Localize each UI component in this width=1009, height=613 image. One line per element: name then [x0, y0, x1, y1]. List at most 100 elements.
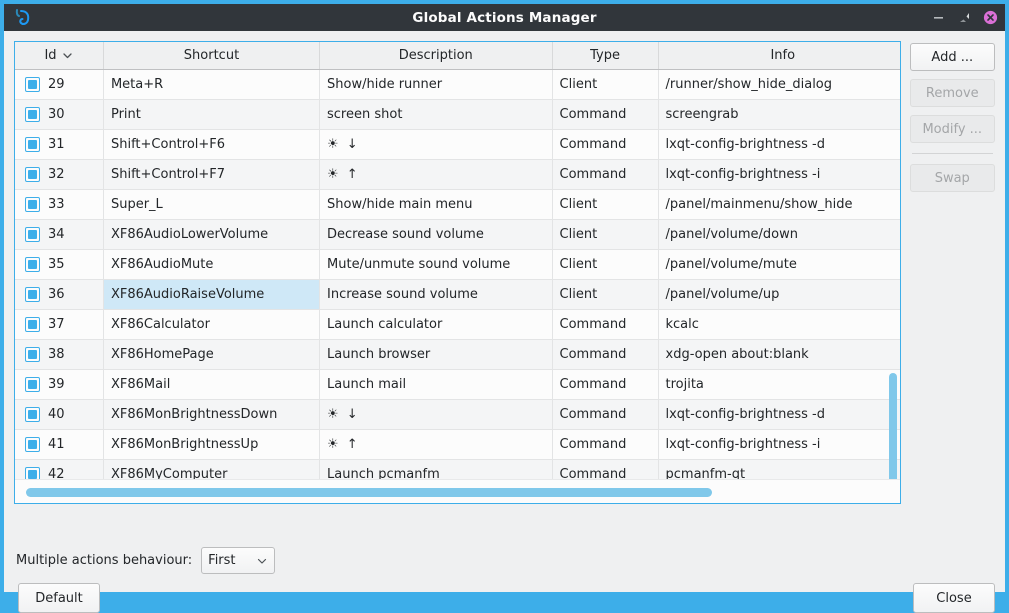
swap-button[interactable]: Swap — [909, 164, 995, 192]
row-description-cell[interactable]: ☀ ↓ — [319, 399, 553, 430]
row-shortcut-cell[interactable]: Print — [103, 99, 321, 130]
row-shortcut-cell[interactable]: Shift+Control+F7 — [103, 159, 321, 190]
row-info-cell[interactable]: trojita — [658, 369, 900, 400]
row-checkbox[interactable] — [25, 136, 40, 152]
row-info-cell[interactable]: xdg-open about:blank — [658, 339, 900, 370]
row-info-cell[interactable]: screengrab — [658, 99, 900, 130]
row-checkbox[interactable] — [25, 256, 40, 272]
column-header-id[interactable]: Id — [15, 42, 104, 70]
row-id-cell[interactable]: 30 — [15, 99, 104, 130]
horizontal-scrollbar[interactable] — [15, 479, 900, 503]
row-type-cell[interactable]: Client — [552, 189, 659, 220]
column-header-description[interactable]: Description — [319, 42, 553, 70]
row-info-cell[interactable]: /panel/volume/down — [658, 219, 900, 250]
title-bar[interactable]: Global Actions Manager — [4, 4, 1005, 31]
minimize-icon[interactable] — [931, 10, 946, 25]
row-id-cell[interactable]: 40 — [15, 399, 104, 430]
row-type-cell[interactable]: Command — [552, 309, 659, 340]
row-shortcut-cell[interactable]: XF86AudioLowerVolume — [103, 219, 321, 250]
row-description-cell[interactable]: Increase sound volume — [319, 279, 553, 310]
row-type-cell[interactable]: Command — [552, 369, 659, 400]
row-description-cell[interactable]: ☀ ↑ — [319, 159, 553, 190]
row-info-cell[interactable]: /panel/volume/mute — [658, 249, 900, 280]
row-info-cell[interactable]: kcalc — [658, 309, 900, 340]
row-shortcut-cell[interactable]: XF86Mail — [103, 369, 321, 400]
row-type-cell[interactable]: Command — [552, 99, 659, 130]
row-id-cell[interactable]: 38 — [15, 339, 104, 370]
row-description-cell[interactable]: ☀ ↑ — [319, 429, 553, 460]
row-info-cell[interactable]: lxqt-config-brightness -i — [658, 429, 900, 460]
row-shortcut-cell[interactable]: XF86AudioRaiseVolume — [103, 279, 321, 310]
modify-button[interactable]: Modify ... — [909, 115, 995, 143]
column-header-shortcut[interactable]: Shortcut — [103, 42, 321, 70]
vertical-scrollbar-thumb[interactable] — [888, 373, 897, 501]
row-id-cell[interactable]: 33 — [15, 189, 104, 220]
row-shortcut-cell[interactable]: XF86AudioMute — [103, 249, 321, 280]
row-checkbox[interactable] — [25, 346, 40, 362]
add-button[interactable]: Add ... — [909, 43, 995, 71]
row-description-cell[interactable]: screen shot — [319, 99, 553, 130]
row-shortcut-cell[interactable]: XF86MonBrightnessDown — [103, 399, 321, 430]
row-id-cell[interactable]: 34 — [15, 219, 104, 250]
row-info-cell[interactable]: lxqt-config-brightness -d — [658, 399, 900, 430]
row-type-cell[interactable]: Command — [552, 159, 659, 190]
close-icon[interactable] — [983, 10, 998, 25]
row-info-cell[interactable]: /panel/volume/up — [658, 279, 900, 310]
row-checkbox[interactable] — [25, 196, 40, 212]
row-type-cell[interactable]: Command — [552, 129, 659, 160]
row-description-cell[interactable]: Launch calculator — [319, 309, 553, 340]
row-id-cell[interactable]: 41 — [15, 429, 104, 460]
row-description-cell[interactable]: Decrease sound volume — [319, 219, 553, 250]
row-checkbox[interactable] — [25, 76, 40, 92]
row-description-cell[interactable]: Show/hide runner — [319, 69, 553, 100]
row-id-cell[interactable]: 35 — [15, 249, 104, 280]
close-button[interactable]: Close — [913, 583, 995, 613]
row-id-cell[interactable]: 32 — [15, 159, 104, 190]
row-description-cell[interactable]: Launch browser — [319, 339, 553, 370]
row-id-cell[interactable]: 36 — [15, 279, 104, 310]
row-checkbox[interactable] — [25, 286, 40, 302]
row-id-cell[interactable]: 39 — [15, 369, 104, 400]
row-checkbox[interactable] — [25, 406, 40, 422]
vertical-scrollbar[interactable] — [888, 70, 898, 501]
row-type-cell[interactable]: Client — [552, 279, 659, 310]
row-id-cell[interactable]: 29 — [15, 69, 104, 100]
actions-table-frame[interactable]: Id Shortcut — [14, 41, 901, 504]
row-shortcut-cell[interactable]: Meta+R — [103, 69, 321, 100]
column-header-type[interactable]: Type — [552, 42, 659, 70]
remove-button[interactable]: Remove — [909, 79, 995, 107]
row-type-cell[interactable]: Client — [552, 69, 659, 100]
horizontal-scrollbar-thumb[interactable] — [26, 488, 712, 497]
row-id-cell[interactable]: 31 — [15, 129, 104, 160]
row-shortcut-cell[interactable]: XF86MonBrightnessUp — [103, 429, 321, 460]
row-checkbox[interactable] — [25, 316, 40, 332]
row-info-cell[interactable]: lxqt-config-brightness -d — [658, 129, 900, 160]
row-info-cell[interactable]: lxqt-config-brightness -i — [658, 159, 900, 190]
row-description-cell[interactable]: Launch mail — [319, 369, 553, 400]
row-shortcut-cell[interactable]: XF86Calculator — [103, 309, 321, 340]
row-type-cell[interactable]: Client — [552, 249, 659, 280]
column-header-info[interactable]: Info — [658, 42, 900, 70]
maximize-icon[interactable] — [957, 10, 972, 25]
row-checkbox[interactable] — [25, 376, 40, 392]
multiple-actions-behaviour-select[interactable]: First — [201, 547, 276, 574]
row-shortcut-cell[interactable]: Super_L — [103, 189, 321, 220]
row-info-cell[interactable]: /runner/show_hide_dialog — [658, 69, 900, 100]
row-description-cell[interactable]: Mute/unmute sound volume — [319, 249, 553, 280]
row-type-cell[interactable]: Command — [552, 429, 659, 460]
row-type-cell[interactable]: Client — [552, 219, 659, 250]
row-checkbox[interactable] — [25, 226, 40, 242]
default-button[interactable]: Default — [18, 583, 100, 613]
